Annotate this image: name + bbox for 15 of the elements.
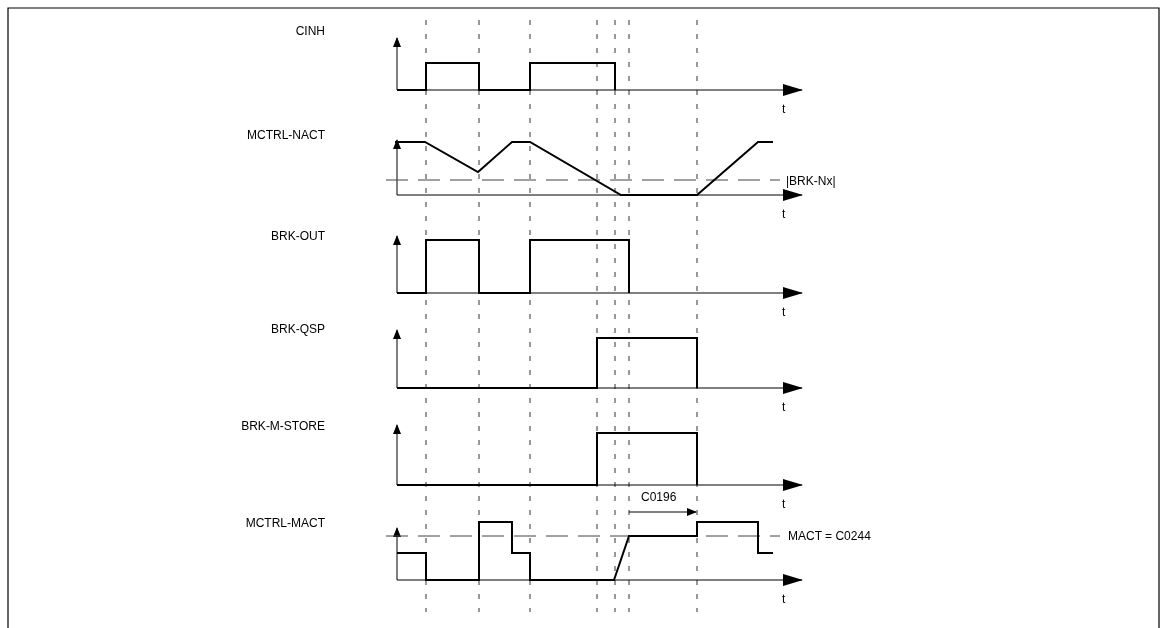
threshold-label: |BRK-Nx|: [786, 174, 836, 188]
axis-label: t: [782, 497, 786, 511]
time-label: C0196: [641, 490, 677, 504]
axis-label: t: [782, 592, 786, 606]
signal-label: CINH: [295, 24, 325, 38]
axis-label: t: [782, 305, 786, 319]
axis-label: t: [782, 400, 786, 414]
axis-label: t: [782, 102, 786, 116]
threshold-label: MACT = C0244: [788, 529, 871, 543]
signal-label: BRK-QSP: [271, 322, 325, 336]
axis-label: t: [782, 207, 786, 221]
signal-label: BRK-M-STORE: [241, 419, 325, 433]
signal-label: BRK-OUT: [271, 229, 325, 243]
signal-label: MCTRL-MACT: [245, 516, 325, 530]
signal-label: MCTRL-NACT: [247, 128, 325, 142]
